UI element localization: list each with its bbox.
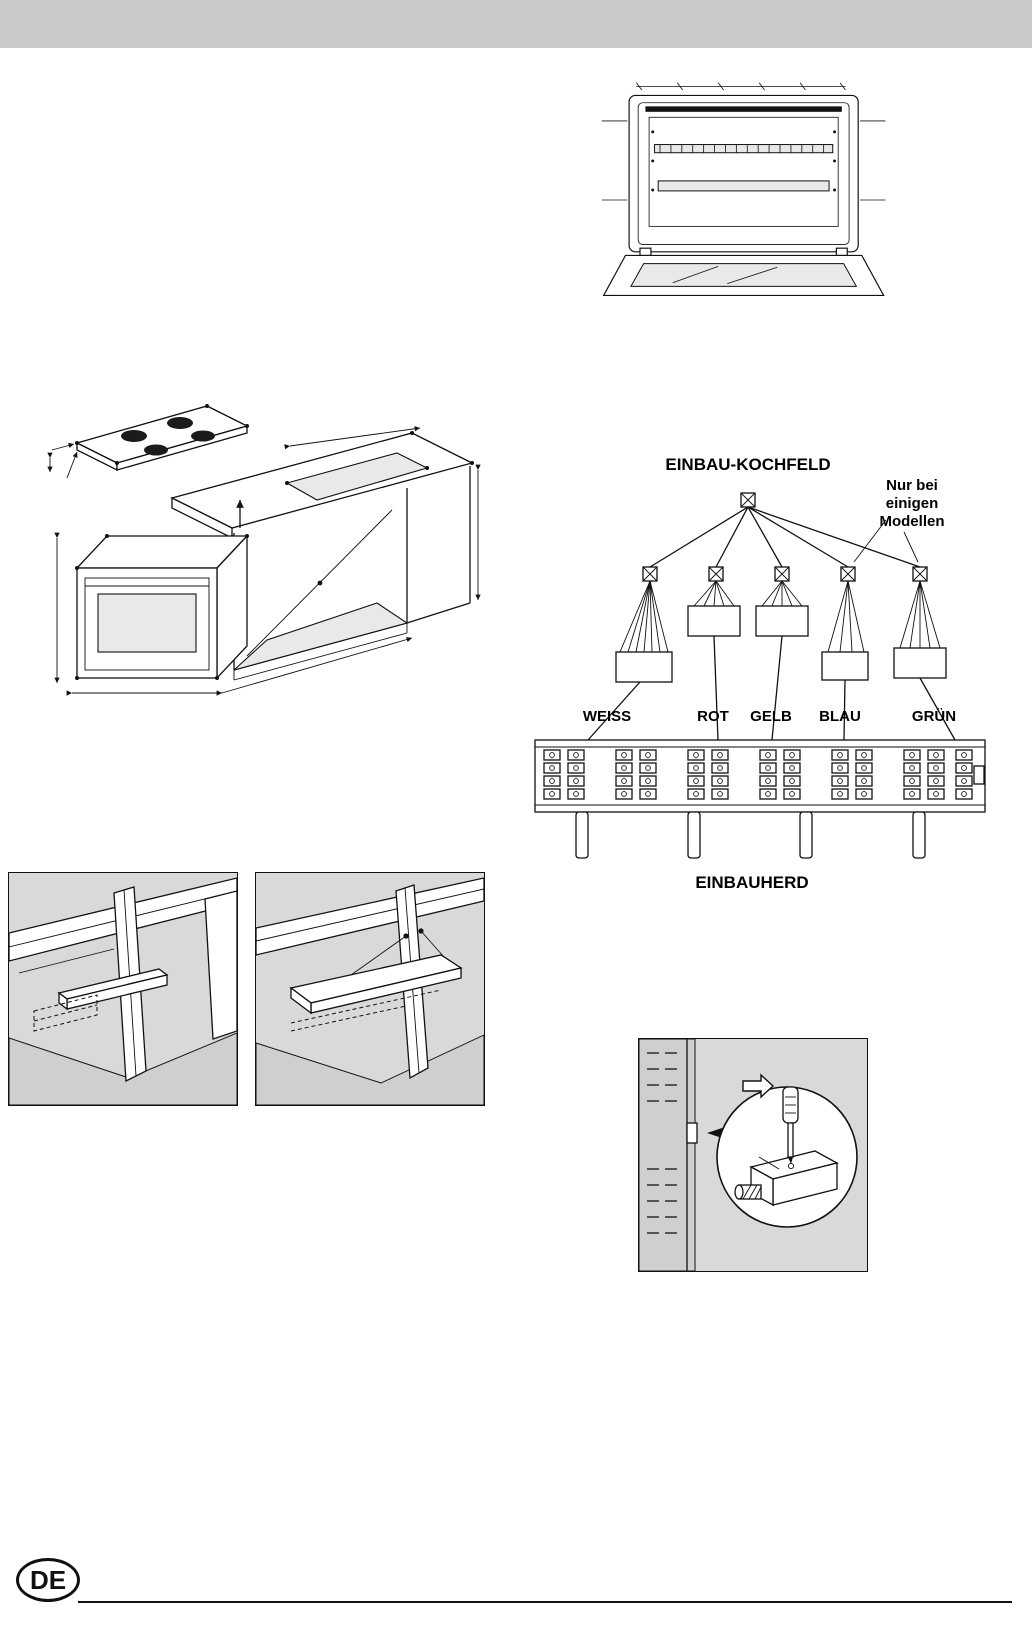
- wire-label-rot: ROT: [697, 708, 729, 725]
- cabinet-batten-figure: [8, 872, 238, 1106]
- wire-label-blau: BLAU: [819, 708, 861, 725]
- plug-block-weiss: [615, 651, 673, 683]
- plug-block-gelb: [755, 605, 809, 637]
- cabinet-shelf-figure: [255, 872, 485, 1106]
- language-badge-label: DE: [29, 1564, 67, 1595]
- header-bar: [0, 0, 1032, 48]
- footer-rule: [78, 1601, 1012, 1603]
- wire-connector-gruen-icon: [912, 566, 928, 582]
- wire-label-gelb: GELB: [750, 708, 792, 725]
- hob-connector-icon: [740, 492, 756, 508]
- wire-connector-blau-icon: [840, 566, 856, 582]
- cabinet-batten-illustration: [9, 873, 237, 1105]
- wiring-note-line1: Nur bei: [886, 477, 938, 494]
- side-panel-adjust-figure: [638, 1038, 868, 1272]
- wire-connector-gelb-icon: [774, 566, 790, 582]
- language-badge: DE: [16, 1558, 80, 1602]
- installation-drawing: [47, 404, 481, 696]
- plug-block-gruen: [893, 647, 947, 679]
- cabinet-shelf-illustration: [256, 873, 484, 1105]
- wiring-diagram: EINBAU-KOCHFELD Nur bei einigen Modellen: [534, 455, 986, 892]
- wiring-note-line2: einigen: [886, 495, 939, 512]
- side-panel-adjust-illustration: [639, 1039, 867, 1271]
- turn-direction-arrow-icon: [742, 1073, 775, 1099]
- wire-connector-weiss-icon: [642, 566, 658, 582]
- wiring-title: EINBAU-KOCHFELD: [665, 455, 830, 474]
- plug-block-blau: [821, 651, 869, 681]
- wire-label-gruen: GRÜN: [912, 708, 956, 725]
- oven-front-illustration: [601, 82, 886, 297]
- wiring-caption: EINBAUHERD: [695, 873, 808, 892]
- plug-block-rot: [687, 605, 741, 637]
- wire-connector-rot-icon: [708, 566, 724, 582]
- wire-label-weiss: WEISS: [583, 708, 631, 725]
- wiring-note-line3: Modellen: [879, 513, 944, 530]
